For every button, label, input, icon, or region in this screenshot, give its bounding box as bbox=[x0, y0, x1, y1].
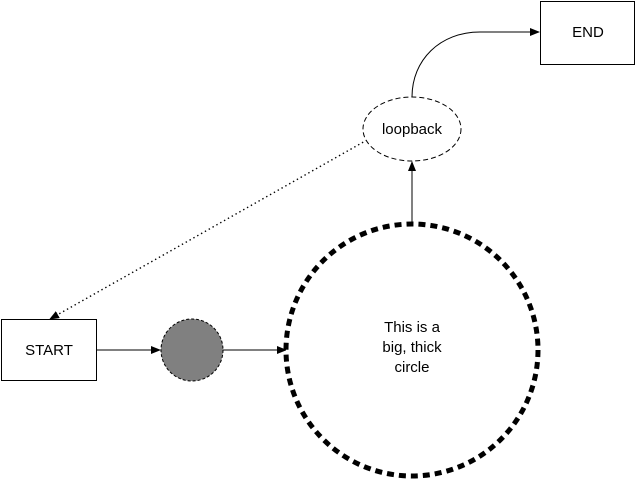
loopback-node: loopback bbox=[362, 96, 462, 162]
end-node: END bbox=[540, 1, 635, 65]
end-box bbox=[540, 1, 635, 65]
big-circle-line-3: circle bbox=[394, 359, 429, 376]
start-label: START bbox=[25, 342, 73, 359]
edge-loopback-to-end bbox=[411, 28, 540, 98]
big-thick-circle bbox=[283, 221, 541, 479]
big-circle-line-1: This is a bbox=[384, 319, 441, 336]
end-label: END bbox=[572, 24, 604, 41]
start-node: START bbox=[1, 319, 97, 381]
big-circle-node: This is a big, thick circle bbox=[283, 221, 541, 479]
big-circle-line-2: big, thick bbox=[382, 339, 442, 356]
start-box bbox=[1, 319, 97, 381]
small-gray-circle bbox=[160, 318, 224, 382]
loopback-ellipse bbox=[362, 96, 462, 162]
loopback-label: loopback bbox=[382, 121, 443, 138]
